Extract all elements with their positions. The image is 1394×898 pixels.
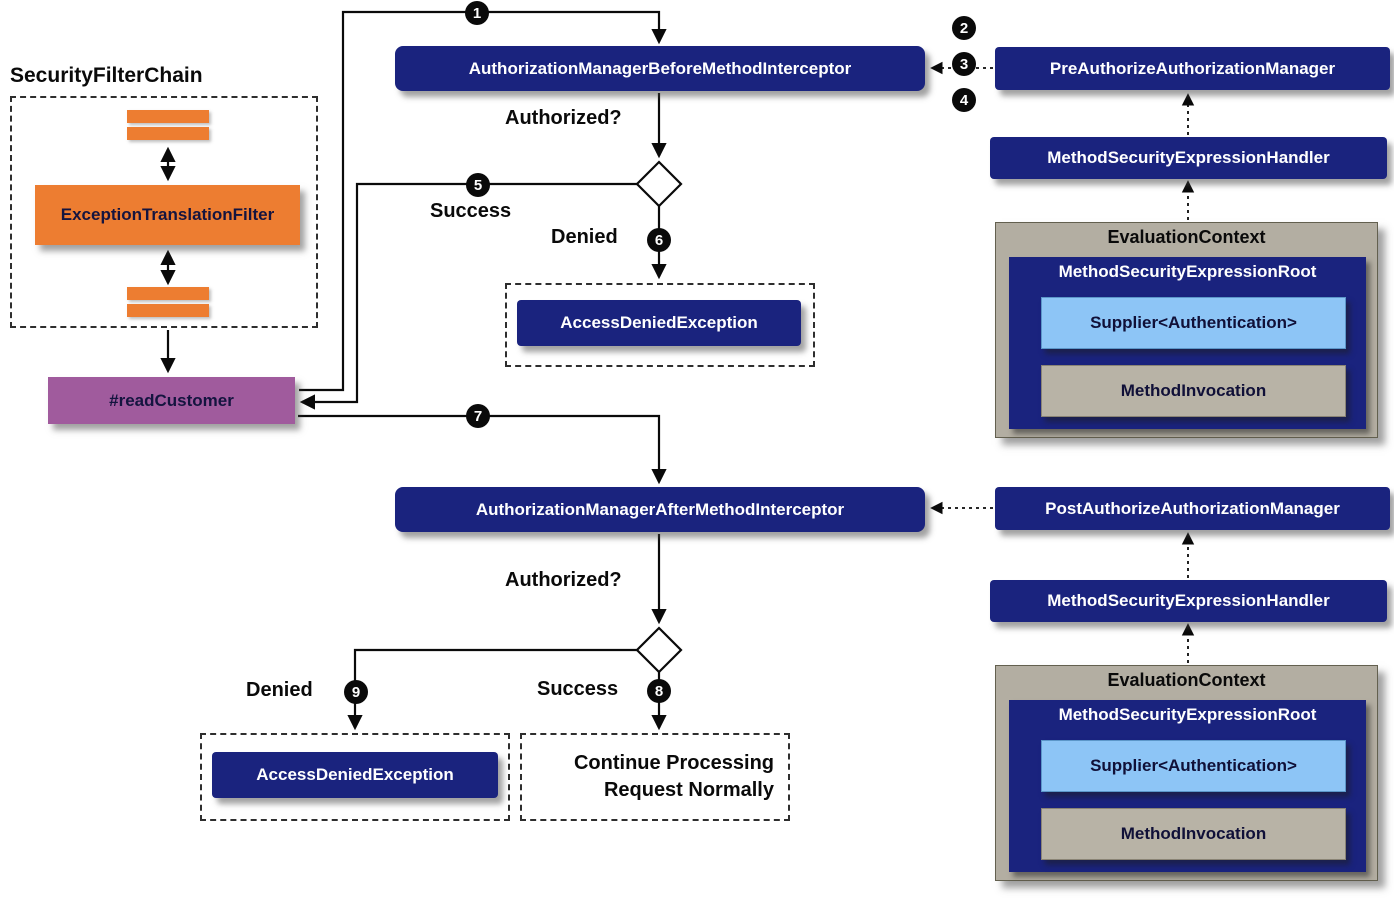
evaluation-context-title-top: EvaluationContext <box>1107 227 1266 247</box>
access-denied-box-bottom: AccessDeniedException <box>212 752 498 798</box>
after-method-interceptor-box: AuthorizationManagerAfterMethodIntercept… <box>395 487 925 532</box>
denied-label-bottom: Denied <box>246 679 313 701</box>
read-customer-box: #readCustomer <box>48 377 295 424</box>
exception-translation-filter-box: ExceptionTranslationFilter <box>35 185 300 245</box>
success-label-top: Success <box>430 200 512 222</box>
filter-bar-3 <box>127 287 209 300</box>
step-4-badge: 4 <box>952 88 976 112</box>
supplier-authentication-box-top: Supplier<Authentication> <box>1041 297 1346 349</box>
security-filter-chain-box <box>10 96 318 328</box>
continue-processing-line1: Continue Processing <box>573 752 774 774</box>
decision-diamond-top <box>635 160 683 208</box>
filter-bar-2 <box>127 127 209 140</box>
step-7-badge: 7 <box>466 404 490 428</box>
authorized-label-bottom: Authorized? <box>505 569 622 591</box>
decision-diamond-bottom <box>635 626 683 674</box>
access-denied-frame-top <box>505 283 815 367</box>
method-invocation-box-bottom: MethodInvocation <box>1041 808 1346 860</box>
denied-label-top: Denied <box>551 226 618 248</box>
filter-bar-4 <box>127 304 209 317</box>
pre-authorize-manager-box: PreAuthorizeAuthorizationManager <box>995 47 1390 90</box>
expression-root-box-bottom: MethodSecurityExpressionRoot Supplier<Au… <box>1009 700 1366 872</box>
step-2-badge: 2 <box>952 16 976 40</box>
method-invocation-box-top: MethodInvocation <box>1041 365 1346 417</box>
expression-handler-box-bottom: MethodSecurityExpressionHandler <box>990 580 1387 622</box>
authorized-label-top: Authorized? <box>505 107 622 129</box>
continue-processing-box: Continue Processing Request Normally <box>520 733 790 821</box>
evaluation-context-box-bottom: EvaluationContext MethodSecurityExpressi… <box>995 665 1378 881</box>
filter-bar-1 <box>127 110 209 123</box>
evaluation-context-box-top: EvaluationContext MethodSecurityExpressi… <box>995 222 1378 438</box>
success-label-bottom: Success <box>537 678 619 700</box>
access-denied-frame-bottom <box>200 733 510 821</box>
before-method-interceptor-box: AuthorizationManagerBeforeMethodIntercep… <box>395 46 925 91</box>
step-9-badge: 9 <box>344 680 368 704</box>
step-3-badge: 3 <box>952 52 976 76</box>
continue-processing-line2: Request Normally <box>603 779 774 801</box>
expression-root-title-bottom: MethodSecurityExpressionRoot <box>1058 705 1317 724</box>
security-filter-chain-title: SecurityFilterChain <box>10 64 203 87</box>
evaluation-context-title-bottom: EvaluationContext <box>1107 670 1266 690</box>
expression-root-title-top: MethodSecurityExpressionRoot <box>1058 262 1317 281</box>
expression-root-box-top: MethodSecurityExpressionRoot Supplier<Au… <box>1009 257 1366 429</box>
step-5-badge: 5 <box>466 173 490 197</box>
access-denied-box-top: AccessDeniedException <box>517 300 801 346</box>
step-6-badge: 6 <box>647 228 671 252</box>
post-authorize-manager-box: PostAuthorizeAuthorizationManager <box>995 487 1390 530</box>
step-1-badge: 1 <box>465 1 489 25</box>
step-8-badge: 8 <box>647 679 671 703</box>
supplier-authentication-box-bottom: Supplier<Authentication> <box>1041 740 1346 792</box>
expression-handler-box-top: MethodSecurityExpressionHandler <box>990 137 1387 179</box>
